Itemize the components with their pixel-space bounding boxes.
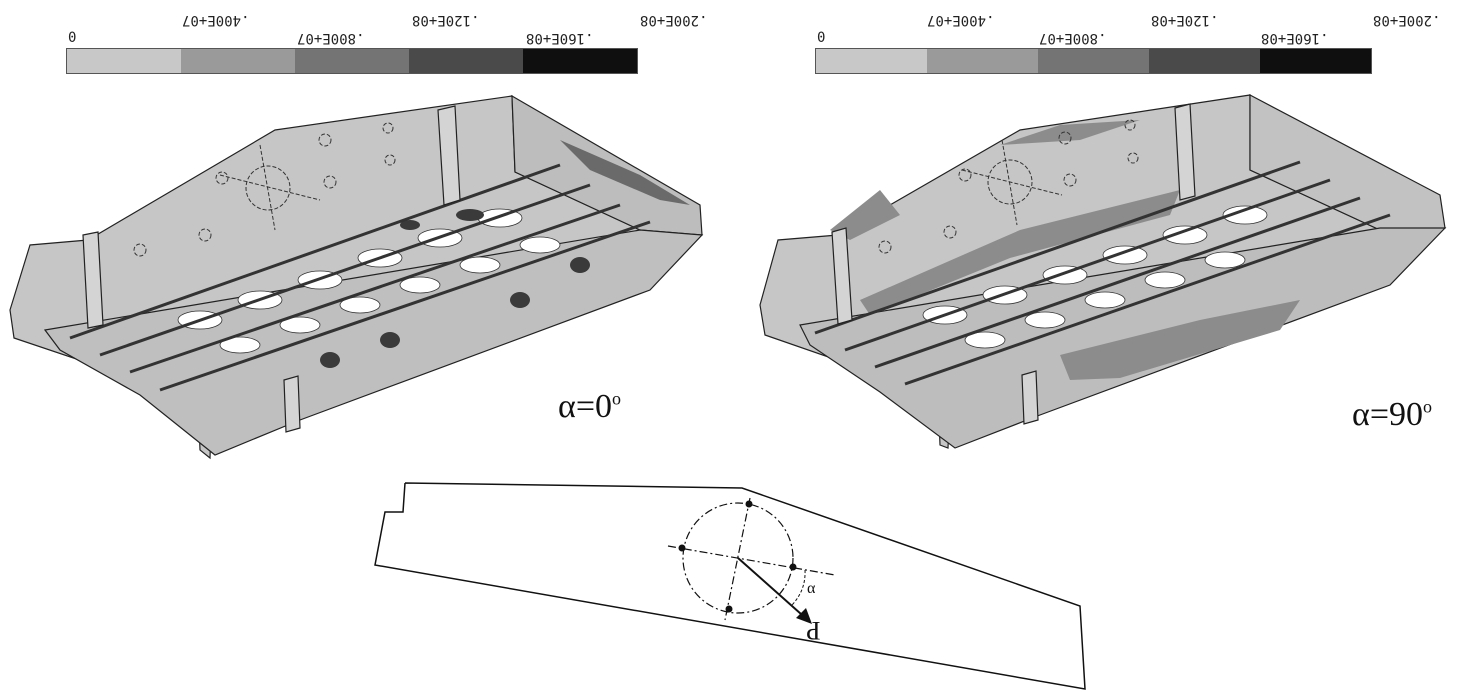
stress-hotspots-left xyxy=(320,209,590,368)
legend-left-band xyxy=(295,49,409,73)
mount-points xyxy=(678,500,797,613)
force-vector xyxy=(737,557,811,623)
legend-right-band xyxy=(927,49,1038,73)
degree-symbol: o xyxy=(612,388,621,409)
legend-left-band xyxy=(181,49,295,73)
dark-patch-left xyxy=(560,140,690,205)
legend-left: 0 .400E+07 .800E+07 .120E+08 .160E+08 .2… xyxy=(66,10,707,74)
side-plate-schematic xyxy=(374,482,1086,690)
legend-left-colorbar xyxy=(66,48,638,74)
legend-left-band xyxy=(523,49,637,73)
cross-tubes-left xyxy=(69,163,651,392)
exciter-mount-left xyxy=(133,122,396,257)
legend-left-band xyxy=(409,49,523,73)
label-alpha-0-text: α=0 xyxy=(558,388,612,425)
legend-right: 0 .400E+07 .800E+07 .120E+08 .160E+08 .2… xyxy=(815,10,1440,74)
alpha-arc xyxy=(791,569,806,606)
legend-right-colorbar xyxy=(815,48,1372,74)
stiffener-left-3 xyxy=(283,375,301,433)
schematic-force-label: P xyxy=(806,616,821,645)
label-alpha-90-text: α=90 xyxy=(1352,396,1423,433)
schematic-alpha-label: α xyxy=(807,580,816,597)
legend-right-band xyxy=(1038,49,1149,73)
legend-right-band xyxy=(1260,49,1371,73)
legend-left-band xyxy=(67,49,181,73)
force-arrowhead xyxy=(796,608,812,624)
stiffener-right-2 xyxy=(1174,103,1196,201)
legend-right-band xyxy=(816,49,927,73)
stress-regions-right xyxy=(830,120,1300,380)
label-alpha-90: α=90o xyxy=(1352,396,1432,434)
stress-view-left xyxy=(9,94,704,460)
stress-view-right xyxy=(759,94,1447,449)
legend-right-tick-0: 0 xyxy=(817,30,826,46)
plate-outline xyxy=(374,482,1086,690)
stiffener-left-2 xyxy=(437,105,461,206)
legend-left-tick-0: 0 xyxy=(68,30,77,46)
stiffener-right-1 xyxy=(831,227,853,325)
stiffener-right-3 xyxy=(1021,370,1039,425)
degree-symbol: o xyxy=(1423,396,1432,417)
exciter-mount-right xyxy=(878,119,1139,254)
deck-right xyxy=(799,227,1447,449)
label-alpha-0: α=0o xyxy=(558,388,621,426)
exciter-circle xyxy=(667,497,836,621)
cross-tubes-right xyxy=(814,160,1391,386)
stiffener-left-1 xyxy=(82,231,104,329)
legend-right-band xyxy=(1149,49,1260,73)
